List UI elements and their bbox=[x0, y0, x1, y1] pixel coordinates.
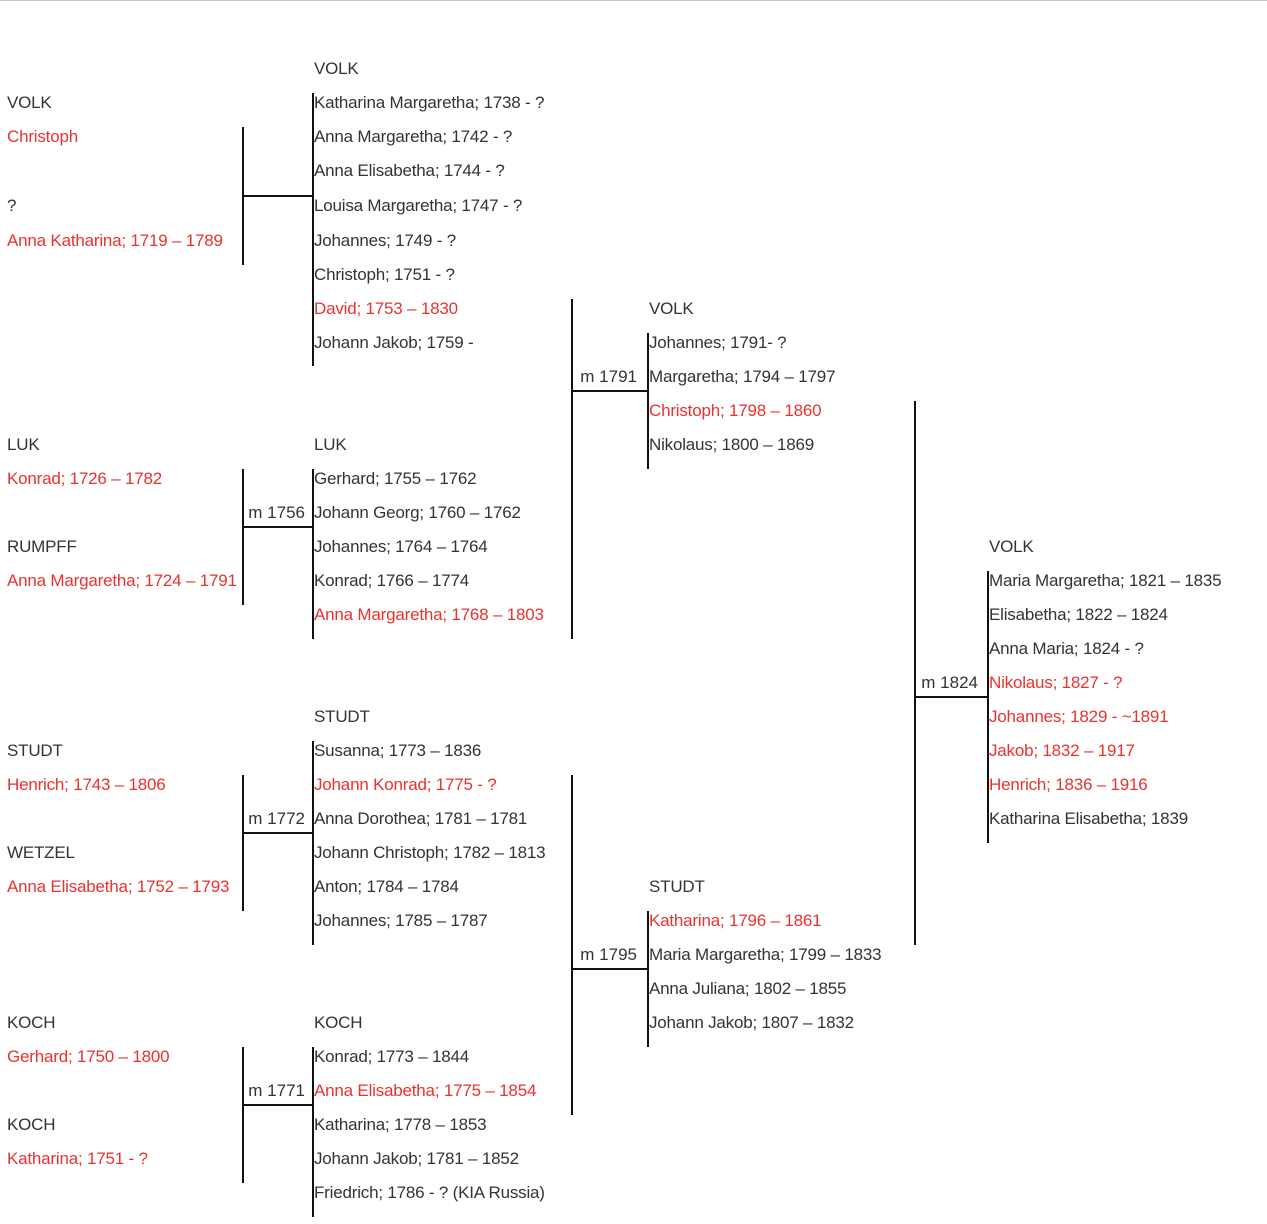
child-entry: Gerhard; 1755 – 1762 bbox=[314, 469, 477, 488]
child-entry: Anna Maria; 1824 - ? bbox=[989, 639, 1144, 658]
child-entry: David; 1753 – 1830 bbox=[314, 299, 458, 318]
sibling-line bbox=[312, 469, 314, 639]
child-entry: Anna Margaretha; 1742 - ? bbox=[314, 127, 513, 146]
marriage-label: m 1795 bbox=[580, 945, 637, 964]
child-entry: Friedrich; 1786 - ? (KIA Russia) bbox=[314, 1183, 545, 1202]
child-entry: Anton; 1784 – 1784 bbox=[314, 877, 459, 896]
sibling-line bbox=[312, 741, 314, 945]
couple-bracket bbox=[914, 401, 916, 945]
descent-line bbox=[914, 696, 988, 698]
child-entry: Christoph; 1798 – 1860 bbox=[649, 401, 822, 420]
child-entry: Konrad; 1766 – 1774 bbox=[314, 571, 470, 590]
person-name: Gerhard; 1750 – 1800 bbox=[7, 1047, 170, 1066]
sibling-line bbox=[647, 911, 649, 1047]
child-entry: Johann Jakob; 1781 – 1852 bbox=[314, 1149, 519, 1168]
couple-bracket bbox=[571, 299, 573, 639]
descent-line bbox=[571, 968, 649, 970]
person-name: Anna Margaretha; 1724 – 1791 bbox=[7, 571, 237, 590]
child-entry: Johann Georg; 1760 – 1762 bbox=[314, 503, 521, 522]
person-surname: ? bbox=[7, 196, 17, 215]
children-surname: VOLK bbox=[989, 537, 1034, 556]
child-entry: Jakob; 1832 – 1917 bbox=[989, 741, 1135, 760]
child-entry: Louisa Margaretha; 1747 - ? bbox=[314, 196, 523, 215]
person-name: Konrad; 1726 – 1782 bbox=[7, 469, 163, 488]
person-surname: WETZEL bbox=[7, 843, 75, 862]
marriage-label: m 1771 bbox=[248, 1081, 305, 1100]
child-entry: Maria Margaretha; 1821 – 1835 bbox=[989, 571, 1222, 590]
children-surname: KOCH bbox=[314, 1013, 363, 1032]
child-entry: Johannes; 1791- ? bbox=[649, 333, 787, 352]
descent-line bbox=[242, 195, 313, 197]
descent-line bbox=[242, 832, 313, 834]
sibling-line bbox=[312, 93, 314, 366]
marriage-label: m 1791 bbox=[580, 367, 637, 386]
person-surname: KOCH bbox=[7, 1115, 56, 1134]
children-surname: STUDT bbox=[649, 877, 705, 896]
child-entry: Henrich; 1836 – 1916 bbox=[989, 775, 1148, 794]
person-surname: VOLK bbox=[7, 93, 52, 112]
child-entry: Johannes; 1785 – 1787 bbox=[314, 911, 488, 930]
marriage-label: m 1772 bbox=[248, 809, 305, 828]
child-entry: Anna Juliana; 1802 – 1855 bbox=[649, 979, 847, 998]
child-entry: Johann Konrad; 1775 - ? bbox=[314, 775, 497, 794]
couple-bracket bbox=[571, 775, 573, 1115]
child-entry: Katharina Elisabetha; 1839 bbox=[989, 809, 1188, 828]
person-surname: STUDT bbox=[7, 741, 63, 760]
sibling-line bbox=[987, 571, 989, 843]
child-entry: Christoph; 1751 - ? bbox=[314, 265, 455, 284]
children-surname: LUK bbox=[314, 435, 347, 454]
sibling-line bbox=[647, 333, 649, 469]
child-entry: Anna Elisabetha; 1775 – 1854 bbox=[314, 1081, 537, 1100]
person-name: Henrich; 1743 – 1806 bbox=[7, 775, 166, 794]
child-entry: Maria Margaretha; 1799 – 1833 bbox=[649, 945, 882, 964]
children-surname: VOLK bbox=[314, 59, 359, 78]
child-entry: Konrad; 1773 – 1844 bbox=[314, 1047, 470, 1066]
person-name: Anna Elisabetha; 1752 – 1793 bbox=[7, 877, 230, 896]
child-entry: Elisabetha; 1822 – 1824 bbox=[989, 605, 1168, 624]
descent-line bbox=[242, 526, 313, 528]
children-surname: STUDT bbox=[314, 707, 370, 726]
couple-bracket bbox=[242, 775, 244, 911]
child-entry: Anna Elisabetha; 1744 - ? bbox=[314, 161, 505, 180]
child-entry: Nikolaus; 1827 - ? bbox=[989, 673, 1123, 692]
child-entry: Johannes; 1764 – 1764 bbox=[314, 537, 488, 556]
children-surname: VOLK bbox=[649, 299, 694, 318]
person-name: Anna Katharina; 1719 – 1789 bbox=[7, 231, 223, 250]
person-name: Christoph bbox=[7, 127, 78, 146]
child-entry: Johann Jakob; 1807 – 1832 bbox=[649, 1013, 854, 1032]
person-surname: KOCH bbox=[7, 1013, 56, 1032]
child-entry: Susanna; 1773 – 1836 bbox=[314, 741, 482, 760]
marriage-label: m 1824 bbox=[921, 673, 978, 692]
sibling-line bbox=[312, 1047, 314, 1217]
child-entry: Anna Dorothea; 1781 – 1781 bbox=[314, 809, 528, 828]
child-entry: Nikolaus; 1800 – 1869 bbox=[649, 435, 814, 454]
child-entry: Anna Margaretha; 1768 – 1803 bbox=[314, 605, 544, 624]
couple-bracket bbox=[242, 469, 244, 605]
child-entry: Katharina; 1796 – 1861 bbox=[649, 911, 822, 930]
child-entry: Johann Christoph; 1782 – 1813 bbox=[314, 843, 546, 862]
top-border bbox=[0, 0, 1267, 1]
marriage-label: m 1756 bbox=[248, 503, 305, 522]
child-entry: Katharina; 1778 – 1853 bbox=[314, 1115, 487, 1134]
person-surname: LUK bbox=[7, 435, 40, 454]
person-surname: RUMPFF bbox=[7, 537, 77, 556]
child-entry: Johannes; 1829 - ~1891 bbox=[989, 707, 1169, 726]
couple-bracket bbox=[242, 1047, 244, 1183]
child-entry: Johannes; 1749 - ? bbox=[314, 231, 456, 250]
child-entry: Johann Jakob; 1759 - bbox=[314, 333, 474, 352]
descent-line bbox=[242, 1104, 313, 1106]
person-name: Katharina; 1751 - ? bbox=[7, 1149, 148, 1168]
descent-line bbox=[571, 390, 649, 392]
child-entry: Margaretha; 1794 – 1797 bbox=[649, 367, 836, 386]
child-entry: Katharina Margaretha; 1738 - ? bbox=[314, 93, 545, 112]
